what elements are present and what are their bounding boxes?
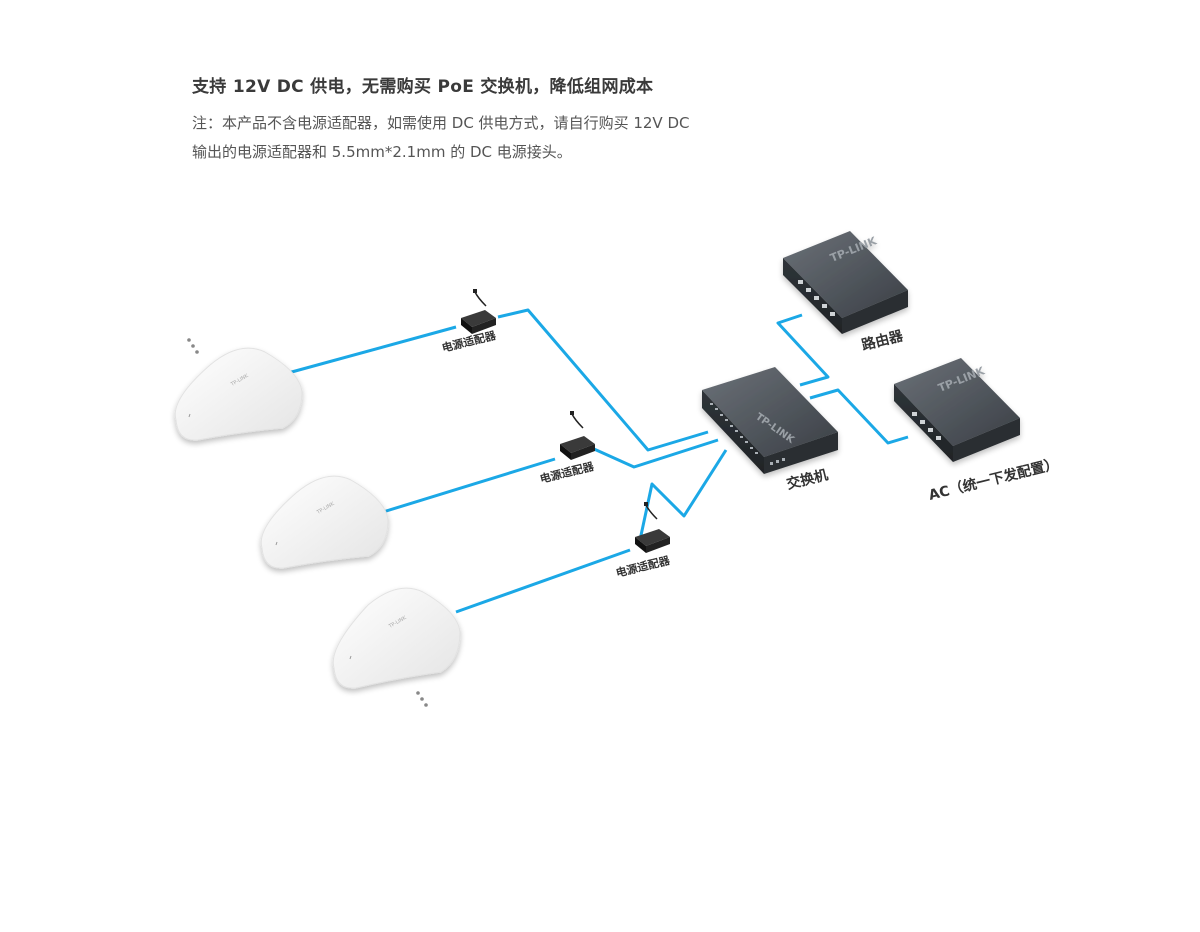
cable-ap3-adapter3 xyxy=(455,548,631,614)
power-adapter-3 xyxy=(635,502,670,553)
cable-adapter3-switch xyxy=(638,449,728,541)
cable-switch-ac xyxy=(809,388,909,445)
switch-label: 交换机 xyxy=(785,466,830,493)
access-point-1: TP-LINK xyxy=(174,347,303,441)
note: 注：本产品不含电源适配器，如需使用 DC 供电方式，请自行购买 12V DC 输… xyxy=(192,109,832,167)
more-dots-top xyxy=(187,338,199,354)
power-adapter-1 xyxy=(461,289,496,334)
access-point-3: TP-LINK xyxy=(332,587,461,689)
cable-adapter1-switch xyxy=(497,308,709,452)
cable-adapter2-switch xyxy=(593,438,719,469)
cable-switch-router xyxy=(776,313,830,387)
adapter-label-3: 电源适配器 xyxy=(614,553,672,580)
power-adapter-2 xyxy=(560,411,595,460)
note-line-1: 注：本产品不含电源适配器，如需使用 DC 供电方式，请自行购买 12V DC xyxy=(192,114,690,132)
ac-controller-device: TP-LINK xyxy=(894,358,1020,462)
more-dots-bottom xyxy=(416,691,428,707)
switch-device: TP-LINK xyxy=(702,367,838,474)
cable-ap2-adapter2 xyxy=(382,457,556,514)
note-line-2: 输出的电源适配器和 5.5mm*2.1mm 的 DC 电源接头。 xyxy=(192,143,572,161)
router-device: TP-LINK xyxy=(783,231,908,334)
cable-ap1-adapter1 xyxy=(287,325,457,375)
header: 支持 12V DC 供电，无需购买 PoE 交换机，降低组网成本 注：本产品不含… xyxy=(192,72,832,167)
access-point-2: TP-LINK xyxy=(260,475,389,569)
cables xyxy=(287,308,909,614)
ac-label: AC（统一下发配置） xyxy=(927,455,1060,504)
adapter-label-1: 电源适配器 xyxy=(440,328,498,355)
router-label: 路由器 xyxy=(860,327,906,354)
page-title: 支持 12V DC 供电，无需购买 PoE 交换机，降低组网成本 xyxy=(192,77,654,97)
